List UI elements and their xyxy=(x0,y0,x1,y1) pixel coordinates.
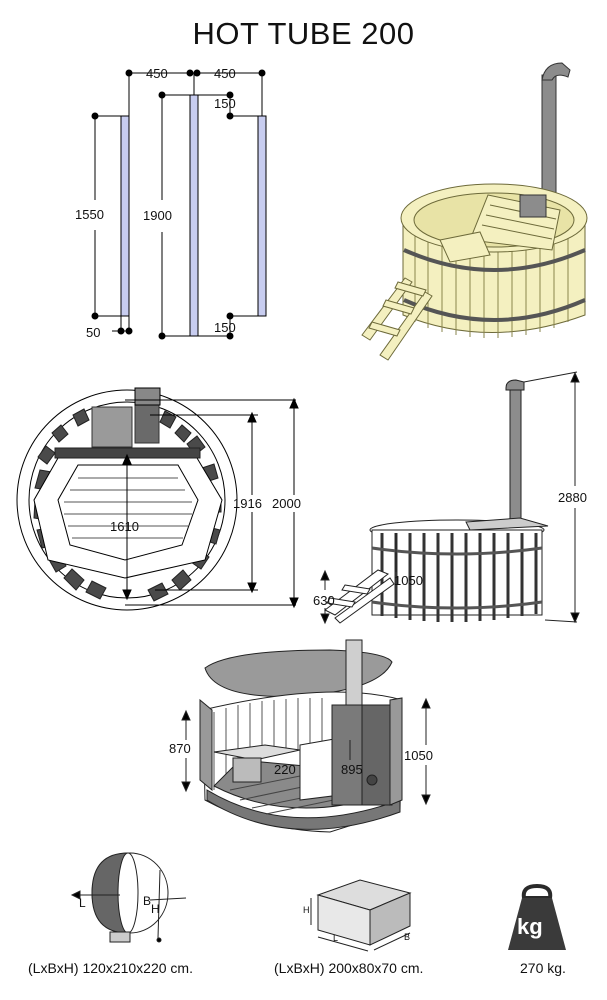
tub-perspective xyxy=(361,62,588,361)
box-letter-b: B xyxy=(404,932,411,942)
tub-package-dims: (LxBxH) 120x210x220 cm. xyxy=(28,960,193,976)
dim-tub-height: 1050 xyxy=(394,573,423,588)
page-title: HOT TUBE 200 xyxy=(192,16,415,51)
dim-wall-height: 1050 xyxy=(404,748,433,763)
dim-heater-height: 895 xyxy=(341,762,363,777)
dim-total-height: 2880 xyxy=(558,490,587,505)
post-left xyxy=(120,115,130,317)
tub-section-view xyxy=(181,639,431,833)
box-letter-h: H xyxy=(303,905,310,915)
posts-diagram xyxy=(91,69,267,340)
tub-top-view xyxy=(16,387,299,611)
dim-height-left: 1550 xyxy=(75,207,104,222)
dim-inner-diameter: 1610 xyxy=(110,519,139,534)
dim-bench-depth: 220 xyxy=(274,762,296,777)
package-box-icon xyxy=(310,879,412,952)
dim-top-offset: 150 xyxy=(214,96,236,111)
dim-height-middle: 1900 xyxy=(143,208,172,223)
dim-step-height: 630 xyxy=(313,593,335,608)
dim-inner-height: 1916 xyxy=(233,496,262,511)
dim-gap-left: 450 xyxy=(146,66,168,81)
weight-value: 270 kg. xyxy=(520,960,566,976)
weight-icon-label: kg xyxy=(517,914,543,939)
box-letter-l: L xyxy=(333,933,339,943)
dim-bottom-offset: 150 xyxy=(214,320,236,335)
box-package-dims: (LxBxH) 200x80x70 cm. xyxy=(274,960,424,976)
post-right xyxy=(257,115,267,317)
tub-letter-b: B xyxy=(143,894,152,908)
dim-bottom-left: 50 xyxy=(86,325,101,340)
package-tub-icon xyxy=(70,852,187,943)
dim-bench-height: 870 xyxy=(169,741,191,756)
tub-side-view xyxy=(320,371,580,625)
post-middle xyxy=(189,94,199,337)
dim-gap-right: 450 xyxy=(214,66,236,81)
dim-outer-diameter: 2000 xyxy=(272,496,301,511)
tub-letter-l: L xyxy=(79,896,86,910)
tub-letter-h: H xyxy=(151,902,160,916)
weight-icon xyxy=(508,883,566,950)
